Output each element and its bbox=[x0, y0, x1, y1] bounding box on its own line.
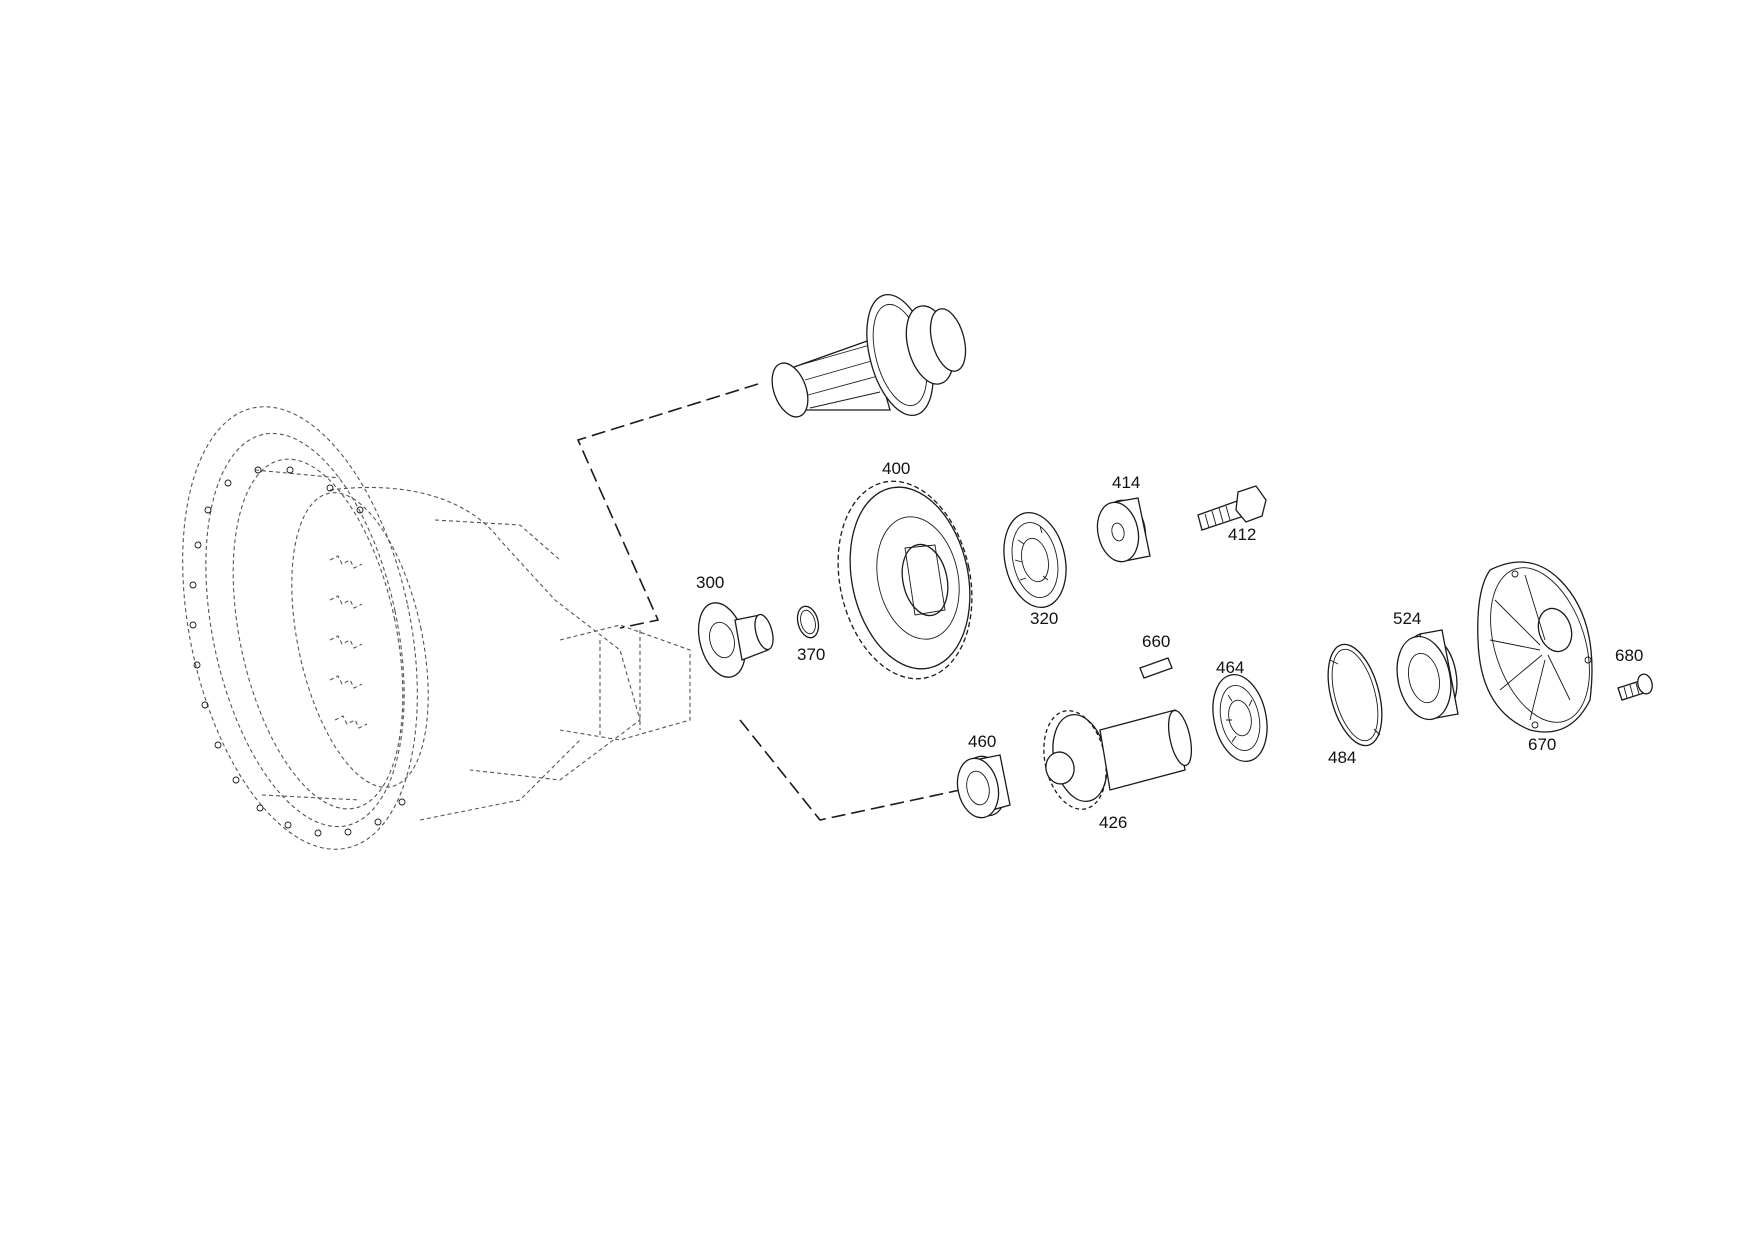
housing bbox=[182, 406, 691, 850]
label-300: 300 bbox=[696, 573, 724, 592]
part-labels: 300 320 370 400 412 414 426 460 464 484 … bbox=[696, 459, 1643, 832]
label-400: 400 bbox=[882, 459, 910, 478]
part-320 bbox=[1003, 511, 1067, 609]
part-300 bbox=[697, 602, 774, 678]
housing-bolt-holes bbox=[189, 466, 406, 837]
part-670 bbox=[1477, 561, 1593, 733]
label-320: 320 bbox=[1030, 609, 1058, 628]
part-484 bbox=[1327, 643, 1383, 747]
part-370 bbox=[796, 605, 820, 639]
leader-lines bbox=[576, 383, 961, 821]
part-426 bbox=[1043, 709, 1193, 810]
label-426: 426 bbox=[1099, 813, 1127, 832]
part-524 bbox=[1396, 629, 1459, 721]
part-412 bbox=[1197, 485, 1267, 531]
part-414 bbox=[1096, 497, 1151, 563]
part-680 bbox=[1617, 673, 1653, 701]
label-484: 484 bbox=[1328, 748, 1356, 767]
label-412: 412 bbox=[1228, 525, 1256, 544]
part-460 bbox=[956, 754, 1011, 819]
label-414: 414 bbox=[1112, 473, 1140, 492]
label-660: 660 bbox=[1142, 632, 1170, 651]
label-524: 524 bbox=[1393, 609, 1421, 628]
label-680: 680 bbox=[1615, 646, 1643, 665]
input-shaft-gear bbox=[771, 293, 967, 418]
part-464 bbox=[1212, 673, 1268, 763]
part-400 bbox=[837, 480, 973, 680]
label-464: 464 bbox=[1216, 658, 1244, 677]
label-460: 460 bbox=[968, 732, 996, 751]
label-670: 670 bbox=[1528, 735, 1556, 754]
label-370: 370 bbox=[797, 645, 825, 664]
part-660 bbox=[1139, 657, 1173, 679]
